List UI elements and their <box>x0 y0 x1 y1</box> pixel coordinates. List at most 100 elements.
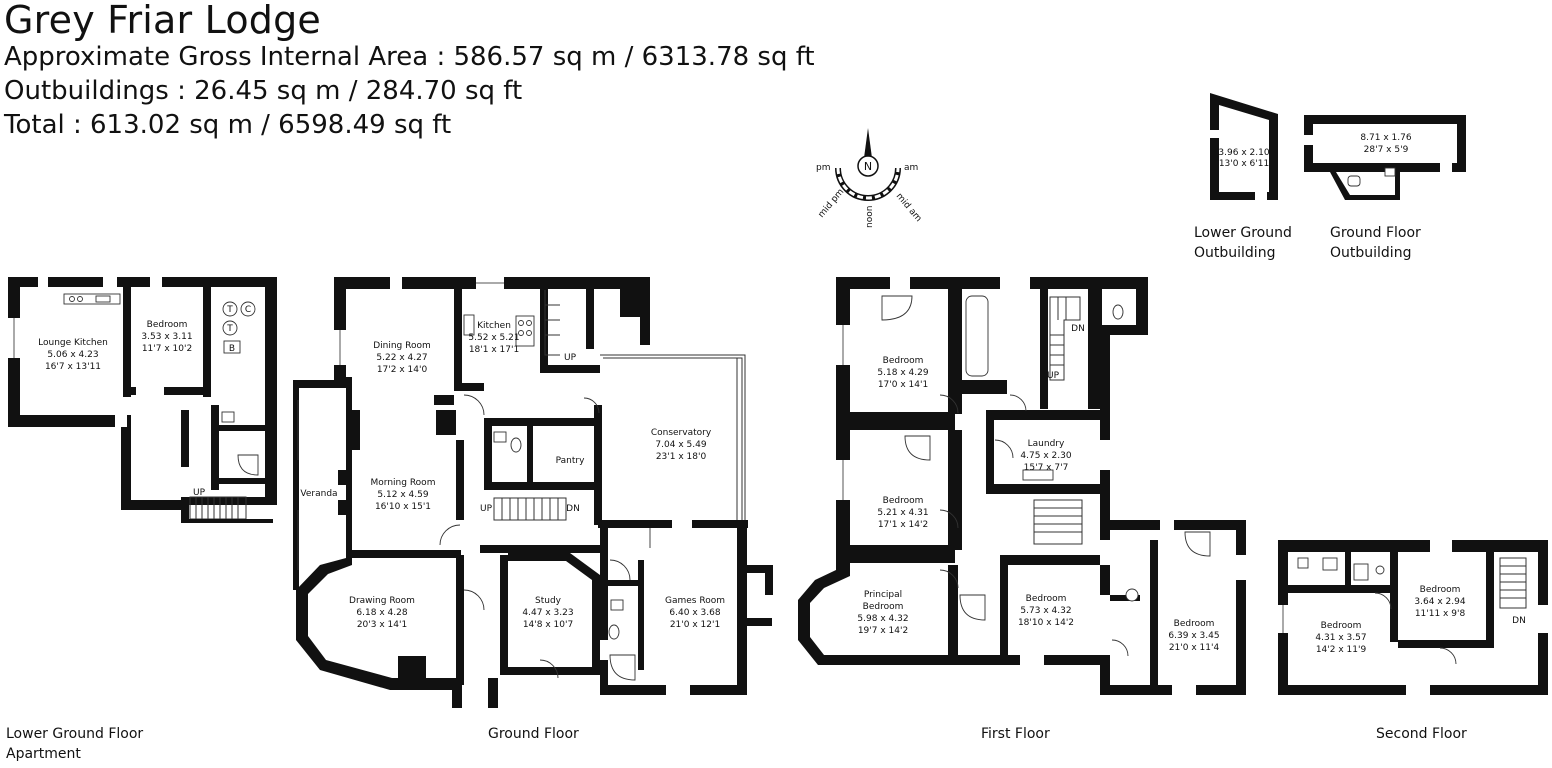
laundry-ft: 15'7 x 7'7 <box>1024 463 1069 473</box>
compass-mid-am-label: mid am <box>894 192 924 225</box>
sf-bedroom-1-ft: 11'11 x 9'8 <box>1415 609 1466 619</box>
laundry-name: Laundry <box>1028 439 1065 449</box>
first-floor-stairs <box>1033 296 1083 545</box>
outbuilding-lower-label: Lower Ground <box>1194 225 1292 241</box>
ground-stairs-up2-label: UP <box>564 353 577 363</box>
first-floor-plan: DN UP Bedroom 5.18 x 4.29 17'0 x 14'1 <box>798 277 1246 742</box>
sf-bedroom-1-name: Bedroom <box>1420 585 1461 595</box>
compass-pm-label: pm <box>816 163 830 173</box>
lower-ground-floor-label: Lower Ground Floor <box>6 726 143 742</box>
games-room-m: 6.40 x 3.68 <box>669 608 720 618</box>
outbuilding-lower-dims-ft: 13'0 x 6'11 <box>1219 159 1269 169</box>
pantry-name: Pantry <box>556 456 585 466</box>
lg-bedroom-m: 3.53 x 3.11 <box>141 332 192 342</box>
tank-t-label: T <box>226 305 233 315</box>
dining-room-name: Dining Room <box>373 341 431 351</box>
ff-bedroom-2-m: 5.21 x 4.31 <box>877 508 928 518</box>
compass-needle-icon <box>864 128 872 158</box>
principal-bedroom-name: Principal <box>864 590 902 600</box>
compass: N pm am mid pm noon mid am <box>816 128 923 228</box>
outbuilding-lower-ground: 3.96 x 2.10 13'0 x 6'11 Lower Ground Out… <box>1194 93 1292 261</box>
ff-bedroom-1-ft: 17'0 x 14'1 <box>878 380 928 390</box>
conservatory-ft: 23'1 x 18'0 <box>656 452 707 462</box>
lounge-kitchen-m: 5.06 x 4.23 <box>47 350 98 360</box>
outbuilding-ground-dims-ft: 28'7 x 5'9 <box>1364 145 1409 155</box>
ff-bedroom-4-ft: 21'0 x 11'4 <box>1169 643 1220 653</box>
compass-mid-pm-label: mid pm <box>817 187 847 220</box>
second-floor-label: Second Floor <box>1376 726 1467 742</box>
sf-stairs-down-label: DN <box>1512 616 1526 626</box>
compass-noon-label: noon <box>865 206 875 228</box>
dining-room-m: 5.22 x 4.27 <box>376 353 427 363</box>
veranda-name: Veranda <box>300 489 337 499</box>
morning-room-m: 5.12 x 4.59 <box>377 490 428 500</box>
ground-floor-plan: UP DN UP <box>293 277 773 742</box>
games-room-ft: 21'0 x 12'1 <box>670 620 720 630</box>
sf-bedroom-2-ft: 14'2 x 11'9 <box>1316 645 1367 655</box>
lg-bedroom-name: Bedroom <box>147 320 188 330</box>
second-floor-stairs <box>1499 557 1527 609</box>
study-m: 4.47 x 3.23 <box>522 608 573 618</box>
principal-bedroom-ft: 19'7 x 14'2 <box>858 626 908 636</box>
ff-bedroom-2-name: Bedroom <box>883 496 924 506</box>
kitchen-name: Kitchen <box>477 321 511 331</box>
compass-am-label: am <box>904 163 918 173</box>
ff-bedroom-1-name: Bedroom <box>883 356 924 366</box>
lounge-kitchen-name: Lounge Kitchen <box>38 338 108 348</box>
principal-bedroom-name-2: Bedroom <box>863 602 904 612</box>
sf-bedroom-2-name: Bedroom <box>1321 621 1362 631</box>
study-ft: 14'8 x 10'7 <box>523 620 573 630</box>
ground-floor-stairs <box>493 290 567 521</box>
ff-bedroom-4-name: Bedroom <box>1174 619 1215 629</box>
lower-ground-floor-label-2: Apartment <box>6 746 81 762</box>
ff-bedroom-1-m: 5.18 x 4.29 <box>877 368 928 378</box>
outbuilding-ground-dims-m: 8.71 x 1.76 <box>1360 133 1411 143</box>
total-area: Total : 613.02 sq m / 6598.49 sq ft <box>4 110 452 140</box>
conservatory-name: Conservatory <box>651 428 712 438</box>
ff-stairs-down-label: DN <box>1071 324 1085 334</box>
kitchen-ft: 18'1 x 17'1 <box>469 345 519 355</box>
conservatory-m: 7.04 x 5.49 <box>655 440 706 450</box>
second-floor-plan: DN Bedroom 3.64 x 2.94 11'11 x 9'8 Bedro… <box>1278 540 1548 742</box>
ground-floor-label: Ground Floor <box>488 726 579 742</box>
outbuilding-lower-dims-m: 3.96 x 2.10 <box>1218 148 1269 158</box>
kitchen-m: 5.52 x 5.21 <box>468 333 519 343</box>
tank-c-label: C <box>245 305 251 315</box>
boiler-label: B <box>229 344 235 354</box>
ff-bedroom-3-ft: 18'10 x 14'2 <box>1018 618 1074 628</box>
header: Grey Friar Lodge Approximate Gross Inter… <box>4 0 815 142</box>
tank-t2-label: T <box>226 324 233 334</box>
ff-bedroom-3-m: 5.73 x 4.32 <box>1020 606 1071 616</box>
lower-ground-floor-plan: T C T B UP Lounge Kitchen 5.06 x 4.23 16… <box>6 277 277 762</box>
first-floor-label: First Floor <box>981 726 1050 742</box>
study-name: Study <box>535 596 562 606</box>
compass-north-label: N <box>864 160 872 173</box>
drawing-room-ft: 20'3 x 14'1 <box>357 620 407 630</box>
outbuildings-area: Outbuildings : 26.45 sq m / 284.70 sq ft <box>4 76 523 106</box>
ff-bedroom-4-m: 6.39 x 3.45 <box>1168 631 1219 641</box>
outbuilding-ground-label-2: Outbuilding <box>1330 245 1411 261</box>
ff-stairs-up-label: UP <box>1047 371 1060 381</box>
drawing-room-m: 6.18 x 4.28 <box>356 608 407 618</box>
lounge-kitchen-ft: 16'7 x 13'11 <box>45 362 101 372</box>
ff-bedroom-3-name: Bedroom <box>1026 594 1067 604</box>
gross-internal-area: Approximate Gross Internal Area : 586.57… <box>4 42 815 72</box>
outbuilding-ground: 8.71 x 1.76 28'7 x 5'9 Ground Floor Outb… <box>1304 115 1466 261</box>
lg-stairs-up-label: UP <box>193 488 206 498</box>
sf-bedroom-1-m: 3.64 x 2.94 <box>1414 597 1465 607</box>
ground-stairs-down-label: DN <box>566 504 580 514</box>
morning-room-name: Morning Room <box>371 478 436 488</box>
lower-ground-stairs <box>181 496 273 523</box>
outbuilding-lower-label-2: Outbuilding <box>1194 245 1275 261</box>
dining-room-ft: 17'2 x 14'0 <box>377 365 428 375</box>
principal-bedroom-m: 5.98 x 4.32 <box>857 614 908 624</box>
drawing-room-name: Drawing Room <box>349 596 415 606</box>
ff-bedroom-2-ft: 17'1 x 14'2 <box>878 520 928 530</box>
morning-room-ft: 16'10 x 15'1 <box>375 502 431 512</box>
outbuilding-ground-label: Ground Floor <box>1330 225 1421 241</box>
laundry-m: 4.75 x 2.30 <box>1020 451 1071 461</box>
sf-bedroom-2-m: 4.31 x 3.57 <box>1315 633 1366 643</box>
games-room-name: Games Room <box>665 596 725 606</box>
page-title: Grey Friar Lodge <box>4 0 322 42</box>
